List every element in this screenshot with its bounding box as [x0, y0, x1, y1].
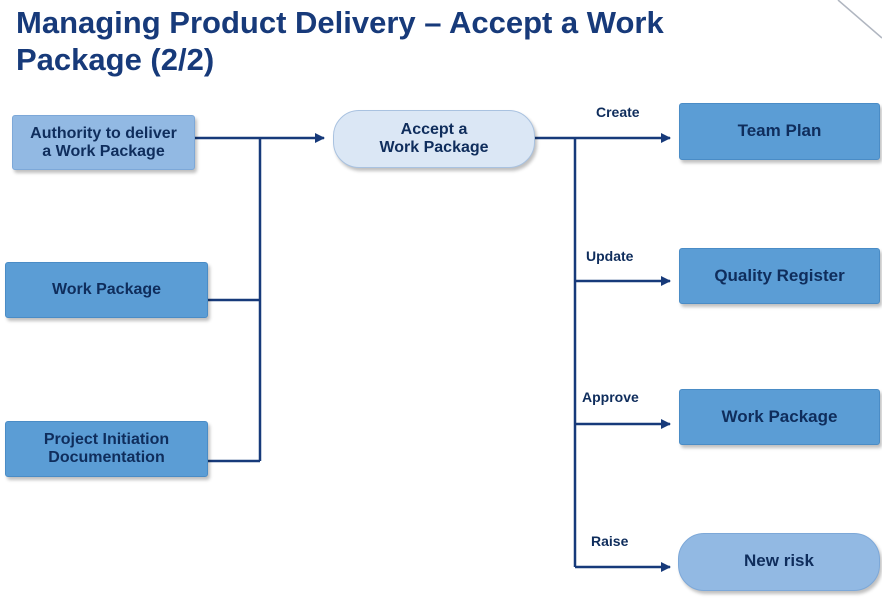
output-team-plan[interactable]: Team Plan	[679, 103, 880, 160]
input-authority-to-deliver[interactable]: Authority to deliver a Work Package	[12, 115, 195, 170]
corner-decoration	[837, 0, 882, 39]
input-authority-line-2: a Work Package	[42, 142, 165, 160]
input-work-package[interactable]: Work Package	[5, 262, 208, 318]
activity-accept-work-package[interactable]: Accept a Work Package	[333, 110, 535, 168]
output-quality-register-label: Quality Register	[714, 266, 845, 285]
input-authority-line-1: Authority to deliver	[30, 124, 177, 142]
output-work-package[interactable]: Work Package	[679, 389, 880, 445]
action-label-approve: Approve	[582, 389, 639, 405]
action-label-raise: Raise	[591, 533, 629, 549]
activity-line-1: Accept a	[400, 121, 468, 138]
activity-line-2: Work Package	[379, 139, 489, 156]
action-label-update: Update	[586, 248, 634, 264]
input-pid-line-2: Documentation	[48, 449, 165, 466]
output-work-package-label: Work Package	[721, 407, 838, 426]
output-new-risk-label: New risk	[744, 551, 814, 570]
input-work-package-label: Work Package	[51, 281, 162, 298]
slide-title-line-2: Package (2/2)	[16, 42, 215, 77]
output-quality-register[interactable]: Quality Register	[679, 248, 880, 304]
slide-title-line-1: Managing Product Delivery – Accept a Wor…	[16, 5, 664, 40]
output-new-risk[interactable]: New risk	[678, 533, 880, 591]
input-pid-line-1: Project Initiation	[43, 431, 170, 448]
slide-title: Managing Product Delivery – Accept a Wor…	[16, 4, 736, 78]
input-project-initiation-documentation[interactable]: Project Initiation Documentation	[5, 421, 208, 477]
action-label-create: Create	[596, 104, 640, 120]
output-team-plan-label: Team Plan	[737, 121, 822, 140]
